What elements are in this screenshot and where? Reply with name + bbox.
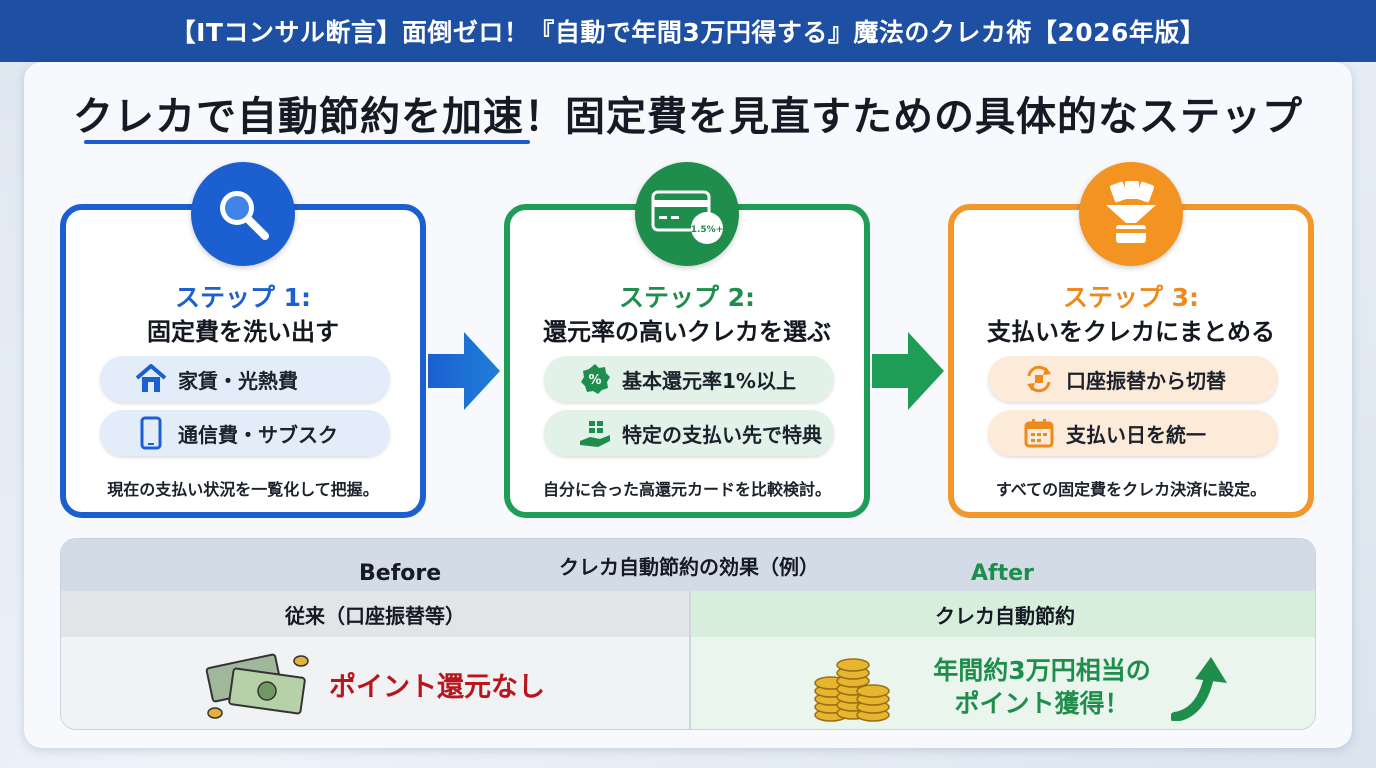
before-heading: 従来（口座振替等） — [61, 591, 689, 637]
banner-title: 【ITコンサル断言】面倒ゼロ！『自動で年間3万円得する』魔法のクレカ術【2026… — [0, 0, 1376, 62]
step-item-special-perks: 特定の支払い先で特典 — [544, 410, 834, 456]
step-card-2: 1.5%+ ステップ 2: 還元率の高いクレカを選ぶ % 基本還元率1%以上 特… — [504, 162, 870, 518]
smartphone-icon — [134, 416, 168, 450]
comparison-title: クレカ自動節約の効果（例） — [559, 555, 819, 579]
before-label: Before — [359, 561, 442, 586]
effect-comparison: クレカ自動節約の効果（例） 従来（口座振替等） ポイント還元なし クレカ自動節約 — [60, 538, 1316, 730]
step-item-label: 特定の支払い先で特典 — [622, 422, 822, 447]
arrow-right-icon — [872, 332, 944, 410]
arrow-right-icon — [428, 332, 500, 410]
step-item-label: 通信費・サブスク — [178, 422, 338, 447]
funnel-money-icon — [1079, 162, 1183, 266]
gain-line-1: 年間約3万円相当の — [933, 656, 1151, 685]
page-headline: クレカで自動節約を加速！固定費を見直すための具体的なステップ — [73, 94, 1303, 140]
step-item-label: 基本還元率1%以上 — [622, 368, 796, 393]
step-item-switch-debit: 口座振替から切替 — [988, 356, 1278, 402]
headline-underline — [84, 140, 530, 144]
after-label: After — [971, 561, 1034, 586]
card-badge-text: 1.5%+ — [691, 225, 724, 235]
step-title: 支払いをクレカにまとめる — [987, 318, 1275, 346]
step-item-label: 支払い日を統一 — [1066, 422, 1206, 447]
step-number: ステップ 2: — [618, 283, 756, 312]
comparison-header — [61, 539, 1315, 591]
credit-card-icon: 1.5%+ — [635, 162, 739, 266]
step-item-telecom-subscription: 通信費・サブスク — [100, 410, 390, 456]
step-note: すべての固定費をクレカ決済に設定。 — [995, 480, 1267, 499]
main-panel: クレカで自動節約を加速！固定費を見直すための具体的なステップ ステップ 1: 固… — [24, 62, 1352, 748]
gift-hand-icon — [578, 416, 612, 450]
step-number: ステップ 1: — [174, 283, 312, 312]
switch-cycle-icon — [1022, 362, 1056, 396]
trend-up-arrow-icon — [1171, 657, 1227, 721]
step-card-3: ステップ 3: 支払いをクレカにまとめる 口座振替から切替 支払い日を統一 すべ… — [948, 162, 1314, 518]
before-column: 従来（口座振替等） ポイント還元なし — [61, 591, 689, 729]
calendar-icon — [1022, 416, 1056, 450]
svg-text:%: % — [588, 373, 601, 388]
magnifier-icon — [191, 162, 295, 266]
house-icon — [134, 362, 168, 396]
step-item-rent-utilities: 家賃・光熱費 — [100, 356, 390, 402]
step-title: 還元率の高いクレカを選ぶ — [543, 318, 831, 346]
after-column: クレカ自動節約 年間約3万円相当の ポイント獲得！ — [689, 591, 1315, 729]
no-point-result: ポイント還元なし — [329, 672, 545, 703]
gain-line-2: ポイント獲得！ — [954, 688, 1130, 718]
step-title: 固定費を洗い出す — [147, 318, 339, 346]
step-item-label: 家賃・光熱費 — [178, 368, 298, 393]
percent-badge-icon: % — [578, 362, 612, 396]
step-note: 自分に合った高還元カードを比較検討。 — [542, 480, 831, 499]
step-number: ステップ 3: — [1062, 283, 1200, 312]
cash-bills-icon — [205, 653, 309, 719]
step-note: 現在の支払い状況を一覧化して把握。 — [107, 480, 379, 499]
step-item-unify-date: 支払い日を統一 — [988, 410, 1278, 456]
step-item-base-rate: % 基本還元率1%以上 — [544, 356, 834, 402]
point-gain-result: 年間約3万円相当の ポイント獲得！ — [907, 655, 1177, 720]
after-heading: クレカ自動節約 — [691, 591, 1315, 637]
step-item-label: 口座振替から切替 — [1066, 368, 1226, 393]
step-card-1: ステップ 1: 固定費を洗い出す 家賃・光熱費 通信費・サブスク 現在の支払い状… — [60, 162, 426, 518]
coin-stacks-icon — [814, 658, 890, 722]
